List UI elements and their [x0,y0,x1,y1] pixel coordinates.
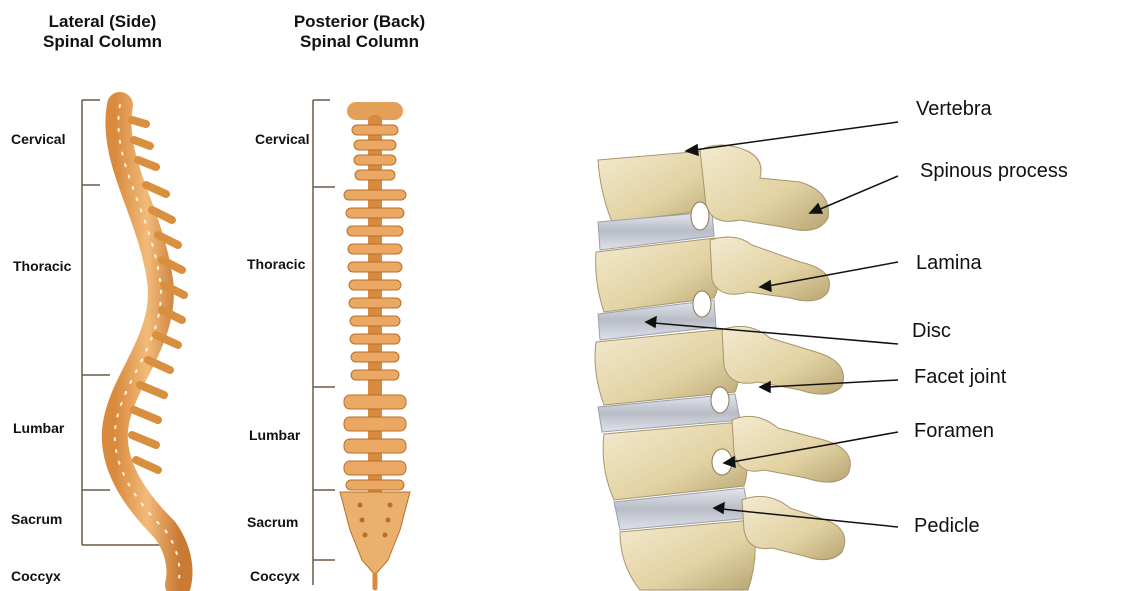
lateral-label-coccyx: Coccyx [11,568,61,584]
posterior-label-sacrum: Sacrum [247,514,298,530]
lateral-label-sacrum: Sacrum [11,511,62,527]
posterior-label-lumbar: Lumbar [249,427,300,443]
lateral-label-thoracic: Thoracic [13,258,71,274]
lateral-label-lumbar: Lumbar [13,420,64,436]
callout-lamina: Lamina [916,252,982,275]
callout-foramen: Foramen [914,420,994,443]
callout-facet-joint: Facet joint [914,366,1006,389]
callout-spinous-process: Spinous process [920,160,1068,183]
lateral-label-cervical: Cervical [11,131,65,147]
posterior-label-coccyx: Coccyx [250,568,300,584]
posterior-label-thoracic: Thoracic [247,256,305,272]
callout-disc: Disc [912,320,951,343]
posterior-region-bracket [313,100,335,585]
posterior-label-cervical: Cervical [255,131,309,147]
lateral-spine-icon [115,105,184,585]
posterior-spine-icon [340,102,410,588]
callout-pedicle: Pedicle [914,515,980,538]
callout-vertebra: Vertebra [916,98,992,121]
